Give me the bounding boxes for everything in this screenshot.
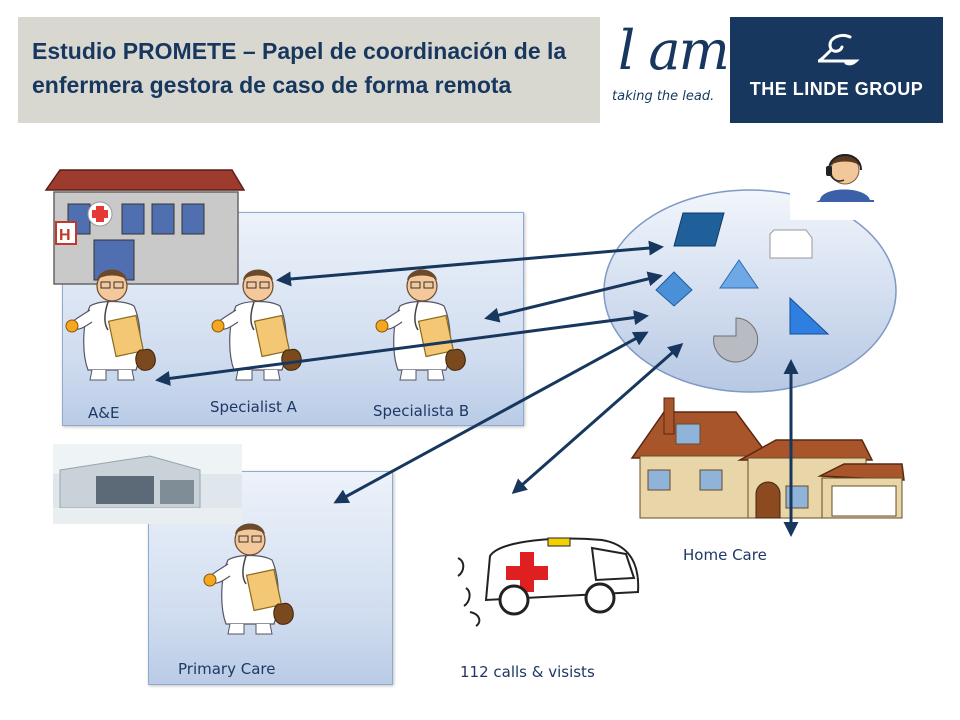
iam-tagline: taking the lead. [612,89,715,104]
right-triangle-shape [789,296,830,335]
svg-text:H: H [59,227,71,244]
doctor-ae-icon [65,268,157,381]
label-112-calls: 112 calls & visists [460,663,595,681]
label-home-care: Home Care [683,546,767,564]
ambulance-icon [457,537,640,627]
pie-shape [713,317,759,363]
primary-care-building-icon [53,444,242,524]
label-specialista-b: Specialista B [373,402,470,420]
slide-title: Estudio PROMETE – Papel de coordinación … [32,38,567,98]
arrow-specialist-a [276,240,664,287]
house-icon [630,397,905,519]
doctor-primary-care-icon [203,522,295,635]
iam-logo: l am taking the lead. [600,17,730,123]
rounded-rect-shape [769,229,813,259]
doctor-specialista-b-icon [375,268,467,381]
hospital-icon: H [44,169,246,285]
triangle-shape [719,259,759,289]
label-specialist-a: Specialist A [210,398,297,416]
connection-arrows [155,240,799,537]
linde-brand-name: THE LINDE GROUP [749,79,924,99]
iam-mark: l am [618,19,730,82]
nurse-headset-icon [790,148,902,220]
label-primary-care: Primary Care [178,660,276,678]
arrow-112-calls [511,343,684,494]
linde-logo: THE LINDE GROUP [730,17,943,123]
parallelogram-shape [673,212,725,247]
label-ae: A&E [88,404,120,422]
coordination-cloud [603,189,897,393]
linde-emblem-icon [817,33,860,66]
